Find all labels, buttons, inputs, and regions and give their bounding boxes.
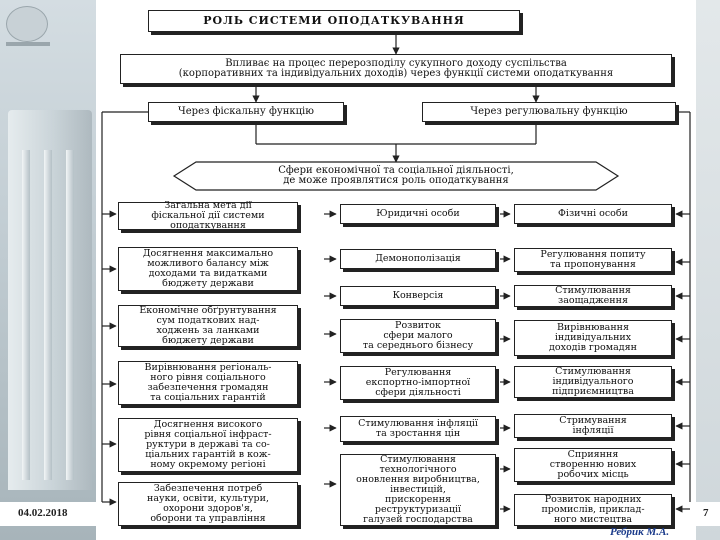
tax-role-diagram: РОЛЬ СИСТЕМИ ОПОДАТКУВАННЯ Впливає на пр… [96, 4, 696, 529]
right-box-4: Вирівнювання індивідуальних доходів гром… [514, 320, 672, 356]
right-box-2: Регулювання попиту та пропонування [514, 248, 672, 272]
background-right [696, 0, 720, 540]
middle-box-2: Демонополізація [340, 249, 496, 269]
footer-date: 04.02.2018 [18, 507, 68, 519]
left-box-3: Економічне обґрунтування сум податкових … [118, 305, 298, 347]
left-box-2: Досягнення максимально можливого балансу… [118, 247, 298, 291]
spheres-label: Сфери економічної та соціальної діяльнос… [226, 165, 566, 187]
left-box-6: Забезпечення потреб науки, освіти, культ… [118, 482, 298, 526]
left-box-5: Досягнення високого рівня соціальної інф… [118, 418, 298, 472]
column-shape [44, 150, 52, 480]
right-box-8: Розвиток народних промислів, приклад- но… [514, 494, 672, 526]
right-box-1: Фізичні особи [514, 204, 672, 224]
right-box-5: Стимулювання індивідуального підприємниц… [514, 366, 672, 398]
middle-box-1: Юридичні особи [340, 204, 496, 224]
left-box-4: Вирівнювання регіональ- ного рівня соціа… [118, 361, 298, 405]
right-box-3: Стимулювання заощадження [514, 285, 672, 307]
middle-box-6: Стимулювання інфляції та зростання цін [340, 416, 496, 442]
left-box-1: Загальна мета дії фіскальної дії системи… [118, 202, 298, 230]
logo-emblem [6, 6, 48, 42]
logo-caption [6, 42, 50, 46]
column-shape [22, 150, 30, 480]
regulatory-function-box: Через регулювальну функцію [422, 102, 676, 122]
fiscal-function-box: Через фіскальну функцію [148, 102, 344, 122]
page-number: 7 [703, 507, 709, 519]
top-box: Впливає на процес перерозподілу сукупног… [120, 54, 672, 84]
middle-box-3: Конверсія [340, 286, 496, 306]
right-box-7: Сприяння створенню нових робочих місць [514, 448, 672, 482]
background-photo [0, 0, 96, 540]
diagram-title: РОЛЬ СИСТЕМИ ОПОДАТКУВАННЯ [148, 10, 520, 32]
right-box-6: Стримування інфляції [514, 414, 672, 438]
middle-box-5: Регулювання експортно-імпортної сфери ді… [340, 366, 496, 400]
middle-box-7: Стимулювання технологічного оновлення ви… [340, 454, 496, 526]
column-shape [66, 150, 74, 480]
footer-author: Ребрик М.А. [610, 526, 669, 538]
middle-box-4: Розвиток сфери малого та середнього бізн… [340, 319, 496, 353]
